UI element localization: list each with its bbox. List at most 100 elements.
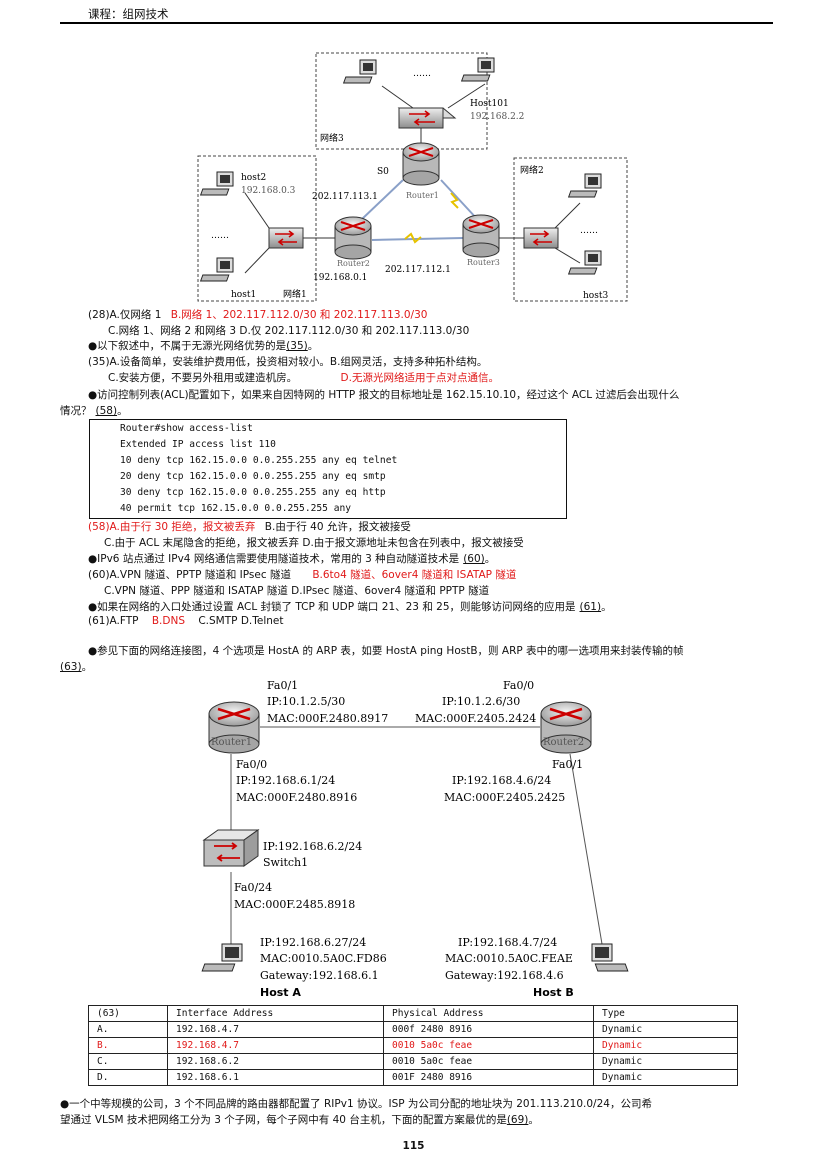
acl-line: 30 deny tcp 162.15.0.0 0.0.255.255 any e… — [120, 487, 386, 498]
hostB-mac: MAC:0010.5A0C.FEAE — [445, 952, 573, 965]
hostB-ip: IP:192.168.4.7/24 — [458, 936, 557, 949]
r2-fa01-label: Fa0/1 — [552, 758, 583, 771]
computer-icon — [199, 257, 234, 282]
table-cell: Dynamic — [593, 1037, 738, 1054]
network3-label: 网络3 — [320, 132, 344, 144]
acl-line: Router#show access-list — [120, 423, 253, 434]
computer-icon — [201, 943, 243, 972]
q60-options-cd: C.VPN 隧道、PPP 隧道和 ISATAP 隧道 D.IPsec 隧道、6o… — [104, 585, 490, 597]
q69-end: 。 — [528, 1114, 539, 1126]
host101-label: Host101 — [470, 99, 509, 109]
hostA-gateway: Gateway:192.168.6.1 — [260, 969, 379, 982]
ip-label: 192.168.0.1 — [313, 273, 367, 283]
table-cell: D. — [88, 1069, 168, 1086]
q58-options-cd: C.由于 ACL 末尾隐含的拒绝，报文被丢弃 D.由于报文源地址未包含在列表中，… — [104, 537, 524, 549]
table-row: A. 192.168.4.7 000f 2480 8916 Dynamic — [88, 1021, 738, 1038]
host101-ip: 192.168.2.2 — [470, 112, 524, 122]
switch-icon — [397, 107, 457, 129]
r1-fa01-mac: MAC:000F.2480.8917 — [267, 712, 388, 725]
q60-option-b: B.6to4 隧道、6over4 隧道和 ISATAP 隧道 — [312, 569, 517, 581]
q58-stem: ●访问控制列表(ACL)配置如下，如果来自因特网的 HTTP 报文的目标地址是 … — [88, 389, 680, 401]
sw-mac: MAC:000F.2485.8918 — [234, 898, 355, 911]
router2-label: Router2 — [337, 259, 370, 268]
q63-end: 。 — [81, 661, 93, 673]
q35-option-d: D.无源光网络适用于点对点通信。 — [340, 372, 499, 384]
hostA-label: Host A — [260, 986, 301, 999]
hostB-gateway: Gateway:192.168.4.6 — [445, 969, 564, 982]
host1-label: host1 — [231, 290, 256, 300]
sw-fa024-label: Fa0/24 — [234, 881, 272, 894]
hostB-label: Host B — [533, 986, 574, 999]
ip-label: 202.117.112.1 — [385, 265, 451, 275]
q60-end: 。 — [484, 553, 496, 565]
q63-blank: (63) — [60, 661, 82, 673]
table-cell: 192.168.6.1 — [167, 1069, 384, 1086]
r1-fa00-mac: MAC:000F.2480.8916 — [236, 791, 357, 804]
q58-end: 。 — [117, 405, 128, 417]
r1-fa01-ip: IP:10.1.2.5/30 — [267, 695, 345, 708]
q60-blank: (60) — [463, 553, 485, 565]
acl-config-box: Router#show access-list Extended IP acce… — [89, 419, 567, 519]
table-cell: Dynamic — [593, 1053, 738, 1070]
table-row: B. 192.168.4.7 0010 5a0c feae Dynamic — [88, 1037, 738, 1054]
router-icon — [462, 214, 500, 258]
switch-name: Switch1 — [263, 856, 308, 869]
table-header-row: (63) Interface Address Physical Address … — [88, 1005, 738, 1022]
ellipsis-label: …… — [413, 69, 431, 79]
q69-stem-cont: 望通过 VLSM 技术把网络工分为 3 个子网，每个子网中有 40 台主机，下面… — [60, 1114, 507, 1126]
acl-line: 10 deny tcp 162.15.0.0 0.0.255.255 any e… — [120, 455, 398, 466]
acl-line: Extended IP access list 110 — [120, 439, 276, 450]
q35-end: 。 — [307, 340, 319, 352]
q61-options-cd: C.SMTP D.Telnet — [198, 615, 284, 627]
q63-stem: ●参见下面的网络连接图，4 个选项是 HostA 的 ARP 表，如要 Host… — [88, 645, 684, 657]
q28-option-b: B.网络 1、202.117.112.0/30 和 202.117.113.0/… — [170, 309, 428, 321]
host2-ip: 192.168.0.3 — [241, 186, 296, 196]
table-cell: A. — [88, 1021, 168, 1038]
r1-fa01-label: Fa0/1 — [267, 679, 298, 692]
table-row: C. 192.168.6.2 0010 5a0c feae Dynamic — [88, 1053, 738, 1070]
computer-icon — [591, 943, 629, 972]
q61-stem: ●如果在网络的入口处通过设置 ACL 封锁了 TCP 和 UDP 端口 21、2… — [88, 601, 576, 613]
network1-label: 网络1 — [283, 288, 307, 300]
r2-fa01-ip: IP:192.168.4.6/24 — [452, 774, 551, 787]
q58-option-b: B.由于行 40 允许，报文被接受 — [264, 521, 411, 533]
r2-fa01-mac: MAC:000F.2405.2425 — [444, 791, 565, 804]
network2-label: 网络2 — [520, 164, 544, 176]
q35-options-ab: (35)A.设备简单，安装维护费用低，投资相对较小。B.组网灵活，支持多种拓朴结… — [88, 356, 488, 368]
q58-blank: (58) — [95, 405, 118, 417]
router3-label: Router3 — [467, 258, 500, 267]
table-cell: 192.168.6.2 — [167, 1053, 384, 1070]
network-diagram-2: Fa0/1 IP:10.1.2.5/30 MAC:000F.2480.8917 … — [201, 679, 629, 999]
table-cell: 192.168.4.7 — [167, 1021, 384, 1038]
router1-label: Router1 — [211, 737, 252, 748]
q35-option-c: C.安装方便，不要另外租用或建造机房。 — [108, 372, 298, 384]
switch-icon — [202, 829, 260, 867]
course-header: 课程：组网技术 — [88, 7, 169, 21]
router-icon — [334, 216, 372, 260]
acl-line: 40 permit tcp 162.15.0.0 0.0.255.255 any — [120, 503, 352, 514]
router1-label: Router1 — [406, 191, 439, 200]
ellipsis-label: …… — [580, 226, 598, 236]
computer-icon — [567, 250, 602, 275]
router-icon — [402, 142, 440, 186]
network-diagram-1: 网络3 …… Host101 192.168.2.2 S0 Router1 20… — [197, 52, 628, 302]
q61-blank: (61) — [579, 601, 602, 613]
q61-end: 。 — [601, 601, 612, 613]
ellipsis-label: …… — [211, 231, 229, 241]
table-cell: 001F 2480 8916 — [383, 1069, 594, 1086]
router-icon — [208, 701, 260, 754]
hostA-mac: MAC:0010.5A0C.FD86 — [260, 952, 387, 965]
table-row: D. 192.168.6.1 001F 2480 8916 Dynamic — [88, 1069, 738, 1086]
q28-options-cd: C.网络 1、网络 2 和网络 3 D.仅 202.117.112.0/30 和… — [108, 325, 470, 337]
table-cell: C. — [88, 1053, 168, 1070]
table-cell: Dynamic — [593, 1069, 738, 1086]
q61-option-b: B.DNS — [151, 615, 185, 627]
r1-fa00-label: Fa0/0 — [236, 758, 267, 771]
q69-blank: (69) — [506, 1114, 529, 1126]
header-rule — [60, 22, 773, 24]
network1-box — [197, 155, 317, 302]
switch-icon — [523, 227, 559, 249]
computer-icon — [199, 171, 234, 196]
table-cell: Dynamic — [593, 1021, 738, 1038]
page-number: 115 — [402, 1140, 425, 1152]
